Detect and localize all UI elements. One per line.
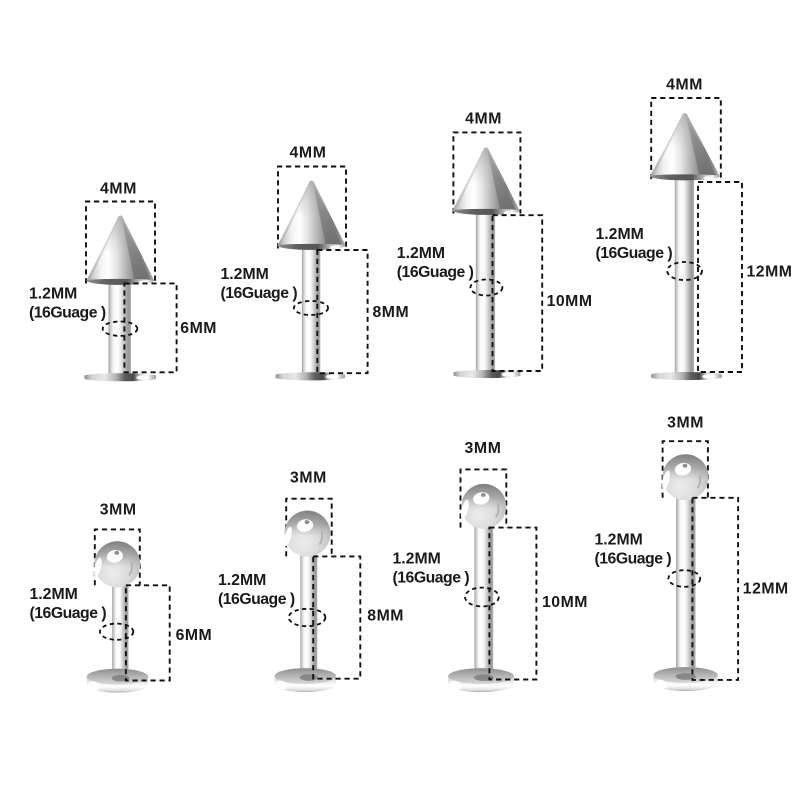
svg-text:8MM: 8MM bbox=[373, 304, 410, 321]
svg-text:12MM: 12MM bbox=[743, 581, 789, 598]
svg-text:(16Guage ): (16Guage ) bbox=[393, 570, 470, 587]
svg-text:4MM: 4MM bbox=[666, 76, 703, 93]
svg-text:6MM: 6MM bbox=[180, 320, 217, 337]
svg-text:8MM: 8MM bbox=[367, 608, 404, 625]
svg-text:4MM: 4MM bbox=[290, 144, 327, 161]
svg-text:10MM: 10MM bbox=[547, 293, 593, 310]
svg-text:(16Guage ): (16Guage ) bbox=[30, 605, 107, 622]
svg-text:1.2MM: 1.2MM bbox=[595, 532, 643, 549]
svg-text:12MM: 12MM bbox=[747, 263, 793, 280]
svg-text:1.2MM: 1.2MM bbox=[393, 551, 441, 568]
svg-text:4MM: 4MM bbox=[100, 181, 137, 198]
svg-text:3MM: 3MM bbox=[100, 501, 137, 518]
svg-text:4MM: 4MM bbox=[465, 111, 502, 128]
svg-text:1.2MM: 1.2MM bbox=[596, 226, 644, 243]
svg-text:(16Guage ): (16Guage ) bbox=[397, 264, 474, 281]
svg-text:3MM: 3MM bbox=[290, 470, 327, 487]
svg-text:3MM: 3MM bbox=[465, 440, 502, 457]
svg-text:(16Guage ): (16Guage ) bbox=[595, 551, 672, 568]
svg-text:10MM: 10MM bbox=[542, 594, 588, 611]
svg-text:1.2MM: 1.2MM bbox=[221, 266, 269, 283]
svg-text:1.2MM: 1.2MM bbox=[29, 286, 77, 303]
svg-text:1.2MM: 1.2MM bbox=[397, 245, 445, 262]
svg-text:1.2MM: 1.2MM bbox=[30, 586, 78, 603]
svg-text:(16Guage ): (16Guage ) bbox=[29, 305, 106, 322]
svg-text:(16Guage ): (16Guage ) bbox=[596, 245, 673, 262]
svg-text:(16Guage ): (16Guage ) bbox=[221, 285, 298, 302]
svg-text:6MM: 6MM bbox=[176, 627, 213, 644]
svg-text:1.2MM: 1.2MM bbox=[218, 572, 266, 589]
svg-text:(16Guage ): (16Guage ) bbox=[218, 591, 295, 608]
svg-text:3MM: 3MM bbox=[667, 414, 704, 431]
